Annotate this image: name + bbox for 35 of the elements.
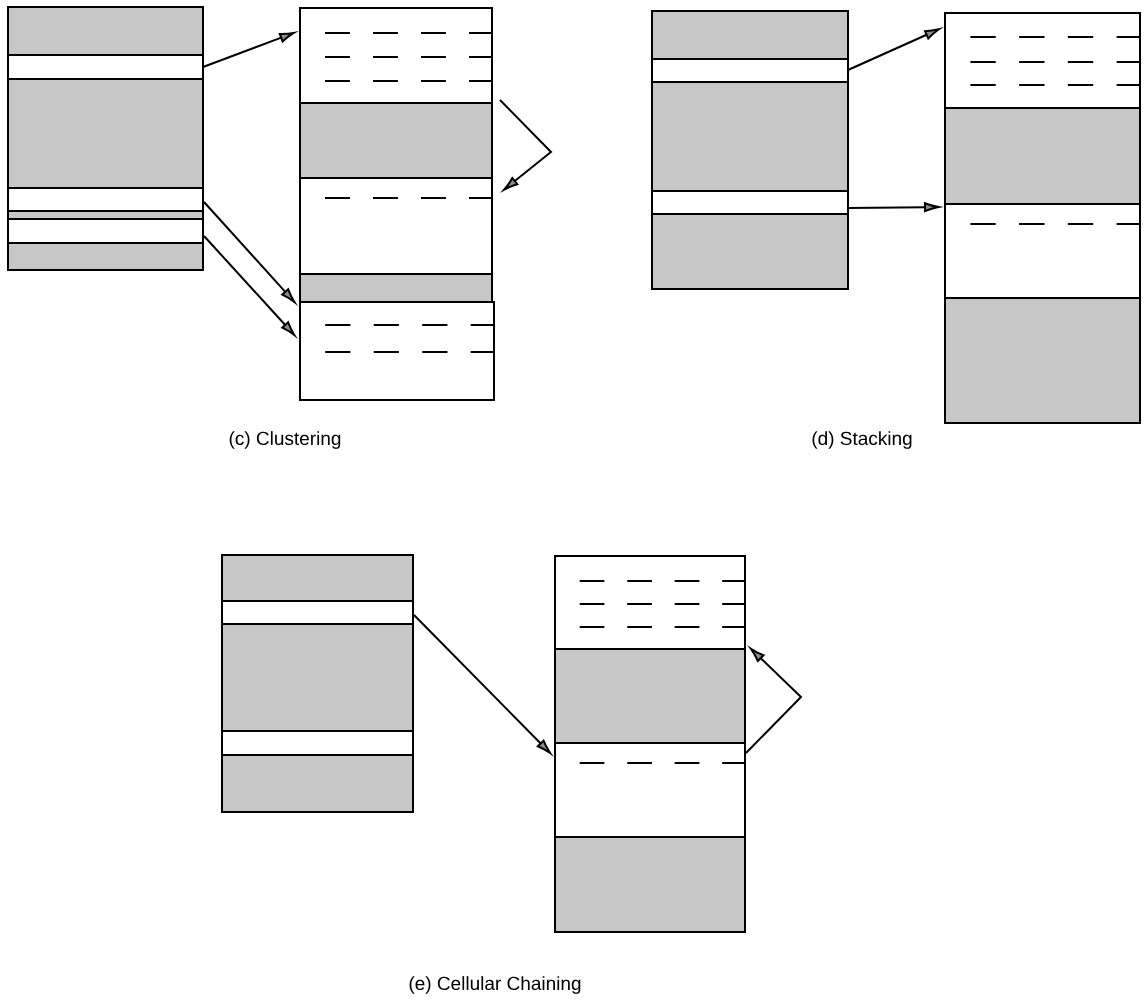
- shaded-band: [221, 754, 414, 813]
- memory-band: [7, 218, 204, 244]
- memory-band: [554, 555, 746, 650]
- memory-band: [299, 177, 493, 275]
- shaded-band: [7, 78, 204, 189]
- shaded-band: [944, 297, 1141, 424]
- memory-band: [7, 187, 204, 212]
- memory-band: [299, 7, 493, 104]
- memory-band: [944, 203, 1141, 299]
- shaded-band: [299, 273, 493, 303]
- caption: (d) Stacking: [812, 431, 912, 449]
- shaded-band: [221, 623, 414, 732]
- caption: (c) Clustering: [229, 431, 341, 449]
- shaded-band: [651, 213, 849, 290]
- memory-band: [651, 190, 849, 215]
- shaded-band: [554, 836, 746, 933]
- memory-band: [299, 301, 495, 401]
- arrow: [413, 614, 552, 755]
- shaded-band: [554, 648, 746, 744]
- shaded-band: [221, 554, 414, 602]
- memory-band: [7, 54, 204, 80]
- shaded-band: [7, 242, 204, 271]
- shaded-band: [944, 107, 1141, 205]
- memory-band: [221, 600, 414, 625]
- shaded-band: [651, 81, 849, 192]
- arrow: [499, 99, 553, 191]
- memory-band: [221, 730, 414, 756]
- shaded-band: [7, 6, 204, 56]
- memory-band: [554, 742, 746, 838]
- shaded-band: [299, 102, 493, 179]
- shaded-band: [651, 10, 849, 60]
- memory-band: [944, 12, 1141, 109]
- memory-band: [651, 58, 849, 83]
- caption: (e) Cellular Chaining: [409, 976, 581, 994]
- arrow: [745, 647, 803, 754]
